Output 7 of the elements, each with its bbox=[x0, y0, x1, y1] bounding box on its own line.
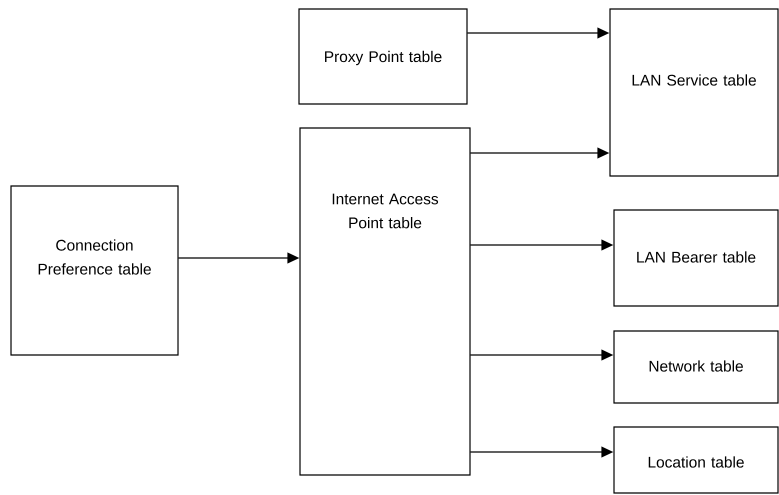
table-box: Internet Access Point table bbox=[299, 127, 471, 476]
table-box: LAN Bearer table bbox=[613, 209, 779, 307]
table-box: Connection Preference table bbox=[10, 185, 179, 356]
table-box: Proxy Point table bbox=[298, 8, 468, 105]
table-box: Network table bbox=[613, 330, 779, 404]
table-box: LAN Service table bbox=[609, 8, 779, 177]
table-box: Location table bbox=[613, 426, 779, 494]
